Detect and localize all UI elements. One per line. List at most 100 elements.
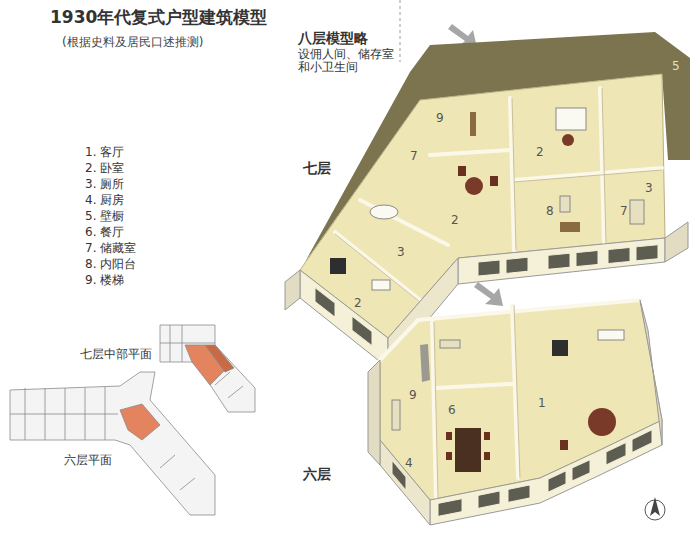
window <box>392 460 406 490</box>
room-number: 8 <box>546 205 554 219</box>
key-plan <box>105 387 106 440</box>
key-item: 7. 储藏室 <box>85 242 136 256</box>
furniture <box>470 112 476 136</box>
window <box>506 257 528 273</box>
interior-wall <box>430 150 510 155</box>
window <box>548 253 570 269</box>
window <box>315 288 335 317</box>
floor-plate <box>300 74 665 338</box>
key-plan <box>120 404 160 440</box>
outer-wall-face <box>458 238 665 284</box>
furniture <box>330 258 346 274</box>
furniture <box>458 166 466 176</box>
furniture <box>560 222 580 232</box>
interior-wall <box>335 232 420 300</box>
key-item: 1. 客厅 <box>85 146 124 160</box>
interior-wall <box>510 98 514 250</box>
title: 1930年代复式户型建筑模型 <box>50 8 267 28</box>
interior-wall <box>432 322 436 498</box>
plan-caption: 七层中部平面 <box>80 348 152 362</box>
window <box>636 245 658 261</box>
outer-wall-face <box>640 300 662 445</box>
floor-plate <box>420 344 430 382</box>
floor-plate <box>300 74 665 338</box>
plan-caption: 六层平面 <box>64 454 112 468</box>
floor-label: 六层 <box>303 466 331 482</box>
outer-wall-face <box>368 300 662 525</box>
window <box>632 430 652 453</box>
outer-wall-face <box>285 270 300 310</box>
outer-wall-face <box>665 222 688 262</box>
window <box>352 316 372 345</box>
window <box>576 251 598 267</box>
key-plan <box>180 478 195 490</box>
interior-wall-edge <box>335 88 662 302</box>
furniture <box>372 280 390 290</box>
furniture <box>560 440 568 450</box>
furniture <box>370 205 398 219</box>
room-number: 2 <box>354 297 362 311</box>
room-number: 9 <box>436 112 444 126</box>
window <box>315 288 372 346</box>
key-plan <box>205 345 234 372</box>
divider-line <box>400 0 401 62</box>
furniture <box>630 200 644 224</box>
interior-wall <box>436 384 512 388</box>
north-arrow <box>650 497 660 516</box>
window <box>438 499 462 517</box>
window <box>606 442 626 465</box>
furniture <box>465 177 483 195</box>
key-plan <box>10 414 118 415</box>
room-number: 7 <box>410 150 418 164</box>
room-number: 2 <box>536 146 544 160</box>
window <box>508 485 530 502</box>
key-item: 6. 餐厅 <box>85 226 124 240</box>
furniture <box>455 428 481 472</box>
furniture <box>556 108 586 130</box>
interior-wall <box>335 88 662 300</box>
floor-note: 设佣人间、储存室 和小卫生间 <box>298 48 398 74</box>
window <box>438 499 462 517</box>
key-item: 5. 壁橱 <box>85 210 124 224</box>
window <box>606 430 652 465</box>
outer-wall-face <box>300 270 388 368</box>
furniture <box>392 400 400 430</box>
furniture <box>446 452 452 460</box>
floor-plate <box>380 300 662 500</box>
key-plan <box>170 325 171 362</box>
furniture <box>598 330 624 340</box>
room-number: 7 <box>620 205 628 219</box>
key-plan <box>160 343 215 344</box>
interior-wall-edge <box>434 322 438 498</box>
north-arrow <box>645 497 665 520</box>
furniture <box>440 340 460 348</box>
interior-wall <box>600 88 604 243</box>
interior-wall-edge <box>335 234 420 302</box>
furniture <box>330 108 644 290</box>
room-number: 3 <box>397 246 405 260</box>
furniture <box>588 408 616 436</box>
furniture <box>392 330 624 472</box>
interior-wall-edge <box>512 98 516 250</box>
window <box>548 460 590 493</box>
floor-note-heading: 八层模型略 <box>298 30 368 46</box>
interior-wall-edge <box>434 305 520 498</box>
subtitle: (根据史料及居民口述推测) <box>62 36 203 50</box>
room-number: 1 <box>538 397 546 411</box>
key-plan <box>182 325 183 362</box>
interior-wall-edge <box>514 170 662 182</box>
furniture <box>490 176 498 186</box>
room-number: 5 <box>672 60 680 74</box>
view-arrow <box>474 282 503 306</box>
key-item: 8. 内阳台 <box>85 258 136 272</box>
divider-line <box>400 0 401 62</box>
room-number: 9 <box>409 389 417 403</box>
floor-plate <box>380 300 662 500</box>
key-item: 3. 厕所 <box>85 178 124 192</box>
interior-wall-edge <box>514 305 520 478</box>
window <box>392 430 652 517</box>
key-plan <box>160 455 175 468</box>
window <box>548 471 566 492</box>
window <box>608 247 630 263</box>
